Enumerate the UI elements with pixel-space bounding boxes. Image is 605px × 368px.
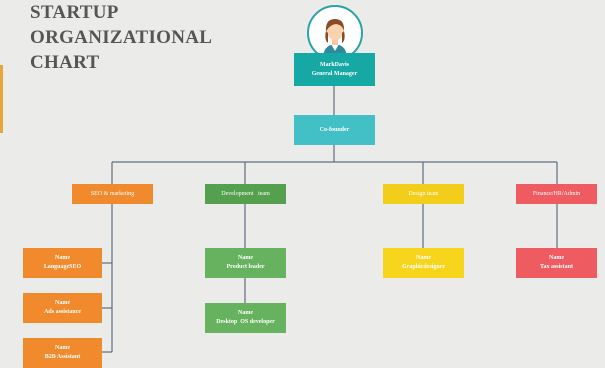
dept-label: Design team [408, 190, 439, 197]
staff-card: Name Desktop OS developer [205, 303, 286, 333]
dept-label: Finance/HR/Admin [532, 190, 581, 197]
staff-card: Name B2B Assistant [23, 338, 102, 368]
staff-role: B2B Assistant [44, 354, 81, 360]
person-avatar-icon [323, 19, 347, 59]
title-line-1: STARTUP [30, 2, 119, 23]
title-line-3: CHART [30, 52, 100, 73]
dept-label: SEO & marketing [90, 190, 135, 197]
staff-role: Tax assistant [540, 264, 573, 270]
cofounder-label: Co-founder [319, 126, 350, 133]
dept-label: Development team [221, 190, 270, 197]
staff-card: Name Graphicdesigner [383, 248, 464, 278]
staff-card: Name Tax assistant [516, 248, 597, 278]
staff-role: Desktop OS developer [216, 319, 275, 325]
staff-name: Name [55, 345, 70, 351]
staff-card: Name Product leader [205, 248, 286, 278]
staff-name: Name [55, 255, 70, 261]
staff-name: Name [238, 310, 253, 316]
dept-seo-marketing: SEO & marketing [72, 184, 153, 204]
staff-role: LanguageSEO [43, 264, 82, 270]
staff-card: Name Ads assistance [23, 293, 102, 323]
staff-card: Name LanguageSEO [23, 248, 102, 278]
ceo-role: General Manager [311, 70, 358, 77]
title-line-2: ORGANIZATIONAL [30, 27, 213, 48]
staff-name: Name [238, 255, 253, 261]
staff-name: Name [55, 300, 70, 306]
staff-role: Ads assistance [44, 309, 81, 315]
dept-finance-hr-admin: Finance/HR/Admin [516, 184, 597, 204]
cofounder-box: Co-founder [294, 115, 375, 145]
staff-name: Name [416, 255, 431, 261]
page-title: STARTUP ORGANIZATIONAL CHART [30, 0, 212, 75]
ceo-name: MarkDavis [320, 61, 349, 68]
staff-role: Product leader [226, 264, 265, 270]
dept-design-team: Design team [383, 184, 464, 204]
staff-role: Graphicdesigner [402, 264, 445, 270]
ceo-box: MarkDavis General Manager [294, 53, 375, 86]
title-accent-bar [0, 65, 3, 133]
staff-name: Name [549, 255, 564, 261]
dept-development-team: Development team [205, 184, 286, 204]
